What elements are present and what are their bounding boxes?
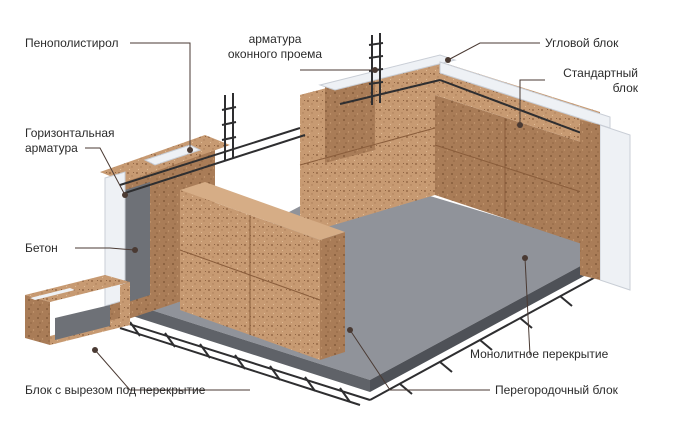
label-foam: Пенополистирол xyxy=(25,36,119,50)
back-foam-strip xyxy=(318,54,611,129)
leader-lines xyxy=(75,42,545,391)
label-partition-block: Перегородочный блок xyxy=(495,383,618,397)
label-window-rebar-line1: арматура xyxy=(248,32,302,46)
label-horizontal-rebar: Горизонтальная арматура xyxy=(25,126,115,156)
leader-dots xyxy=(92,57,528,353)
label-standard-block-line1: Стандартный xyxy=(563,66,638,80)
concrete-core xyxy=(125,182,150,303)
label-horizontal-rebar-line2: арматура xyxy=(25,141,78,155)
label-monolithic-slab: Монолитное перекрытие xyxy=(470,347,609,361)
label-cutout-block: Блок с вырезом под перекрытие xyxy=(25,383,206,397)
partition-wall xyxy=(179,182,345,360)
horizontal-rebar xyxy=(119,93,306,194)
cutout-block xyxy=(25,275,130,345)
right-corner-foam xyxy=(580,120,631,291)
label-concrete: Бетон xyxy=(25,241,58,255)
back-left-wall xyxy=(299,60,436,235)
label-corner-block: Угловой блок xyxy=(545,36,619,50)
label-horizontal-rebar-line1: Горизонтальная xyxy=(25,126,115,140)
label-standard-block-line2: блок xyxy=(612,81,638,95)
slab-rebar-mesh xyxy=(109,267,613,406)
label-window-rebar-line2: оконного проема xyxy=(227,47,323,61)
label-window-rebar: арматура оконного проема xyxy=(210,32,340,62)
label-standard-block: Стандартный блок xyxy=(548,66,638,96)
